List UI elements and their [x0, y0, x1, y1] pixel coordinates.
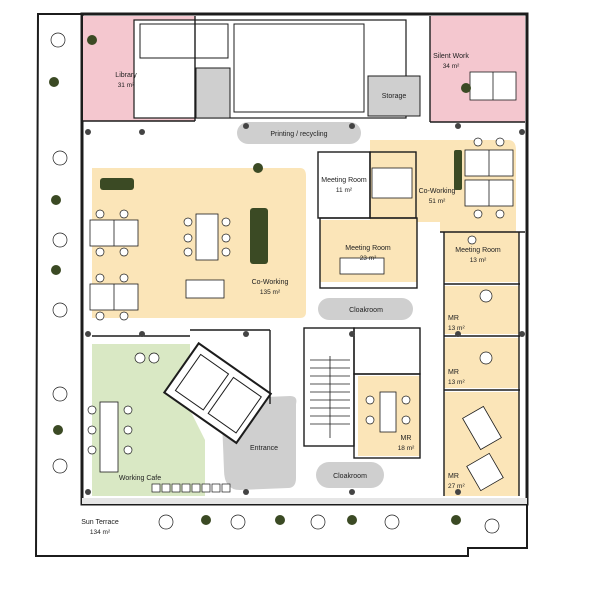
- storage-label: Storage: [382, 93, 407, 100]
- chairs: [87, 137, 505, 455]
- coworking-51-label: Co-Working: [419, 188, 456, 195]
- printing-label: Printing / recycling: [270, 131, 327, 138]
- mr-18-label: MR: [401, 435, 412, 442]
- service-block: [133, 19, 407, 119]
- mr-27-area: 27 m²: [448, 483, 465, 490]
- storage-zone: [367, 75, 421, 117]
- mr-13b-zone: [444, 338, 519, 388]
- library-label: Library: [115, 72, 137, 79]
- mr-13a-area: 13 m²: [448, 325, 465, 332]
- silent-work-zone: [430, 16, 525, 122]
- meeting-23-label: Meeting Room: [345, 245, 391, 252]
- columns: [85, 123, 525, 495]
- mr-13b-label: MR: [448, 369, 459, 376]
- stair: [310, 356, 350, 438]
- meeting-small-label: Meeting Room: [321, 177, 367, 184]
- meeting-13-label: Meeting Room: [455, 247, 501, 254]
- mr-13a-label: MR: [448, 315, 459, 322]
- void: [233, 23, 365, 113]
- coworking-big-label: Co-Working: [252, 279, 289, 286]
- mr-13b-area: 13 m²: [448, 379, 465, 386]
- silent-work-area: 34 m²: [443, 63, 460, 70]
- entrance-label: Entrance: [250, 445, 278, 452]
- library-area: 31 m²: [118, 82, 135, 89]
- cloakroom-bottom-zone: [316, 462, 384, 488]
- silent-work-label: Silent Work: [433, 53, 469, 60]
- mr-18-area: 18 m²: [398, 445, 415, 452]
- facade-band: [82, 498, 527, 504]
- coworking-desks: [89, 71, 517, 492]
- mr-27-label: MR: [448, 473, 459, 480]
- working-cafe-label: Working Cafe: [119, 475, 161, 482]
- plants: [49, 35, 471, 525]
- terrace-seating: [50, 32, 500, 534]
- cloakroom-top-zone: [318, 298, 413, 320]
- partitions: [83, 16, 525, 496]
- meeting-23-area: 23 m²: [360, 255, 377, 262]
- meeting-small-area: 11 m²: [336, 187, 353, 194]
- sun-terrace-area: 134 m²: [90, 529, 111, 536]
- entrance-vestibule: [162, 341, 273, 445]
- meeting-13-zone: [444, 232, 519, 282]
- lift-shaft: [139, 23, 229, 59]
- meeting-13-area: 13 m²: [470, 257, 487, 264]
- coworking-51-area: 51 m²: [429, 198, 446, 205]
- cloakroom-top-label: Cloakroom: [349, 307, 383, 314]
- wc-block: [195, 67, 231, 119]
- sun-terrace-label: Sun Terrace: [81, 519, 119, 526]
- cafe-bench: [151, 483, 231, 493]
- coworking-big-area: 135 m²: [260, 289, 281, 296]
- cloakroom-bottom-label: Cloakroom: [333, 473, 367, 480]
- printing-zone: [237, 122, 361, 144]
